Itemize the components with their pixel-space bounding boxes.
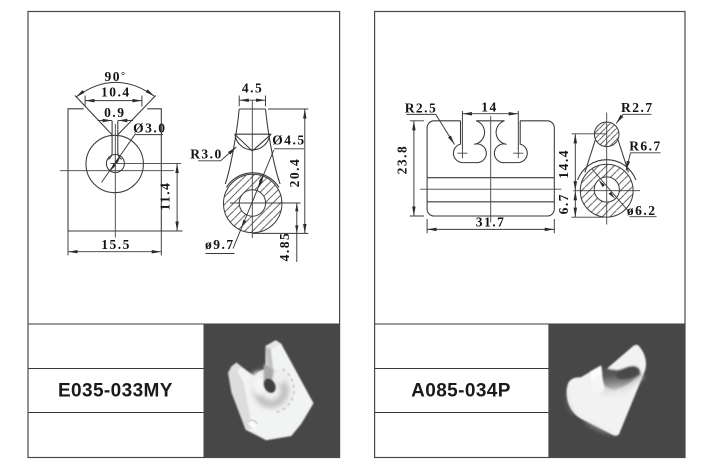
- svg-text:15.5: 15.5: [101, 237, 131, 252]
- svg-text:23.8: 23.8: [394, 145, 409, 175]
- svg-text:Ø3.0: Ø3.0: [133, 121, 166, 136]
- svg-text:ø9.7: ø9.7: [205, 237, 235, 252]
- svg-text:Ø4.5: Ø4.5: [272, 133, 305, 148]
- svg-text:0.9: 0.9: [104, 105, 125, 120]
- svg-text:R6.7: R6.7: [629, 139, 662, 154]
- svg-text:10.4: 10.4: [101, 84, 131, 99]
- svg-text:E035-033MY: E035-033MY: [58, 381, 173, 402]
- svg-text:R2.7: R2.7: [621, 100, 654, 115]
- svg-text:A085-034P: A085-034P: [411, 381, 511, 402]
- svg-text:R2.5: R2.5: [405, 101, 438, 116]
- svg-text:11.4: 11.4: [158, 182, 173, 211]
- svg-text:31.7: 31.7: [476, 214, 506, 229]
- svg-text:6.7: 6.7: [556, 193, 571, 214]
- svg-text:90°: 90°: [105, 69, 127, 84]
- svg-text:20.4: 20.4: [287, 158, 302, 188]
- svg-text:ø6.2: ø6.2: [627, 203, 657, 218]
- svg-text:4.85: 4.85: [277, 232, 292, 262]
- svg-text:14: 14: [481, 100, 498, 115]
- svg-text:R3.0: R3.0: [190, 147, 223, 162]
- svg-text:4.5: 4.5: [242, 81, 263, 96]
- svg-text:14.4: 14.4: [556, 149, 571, 179]
